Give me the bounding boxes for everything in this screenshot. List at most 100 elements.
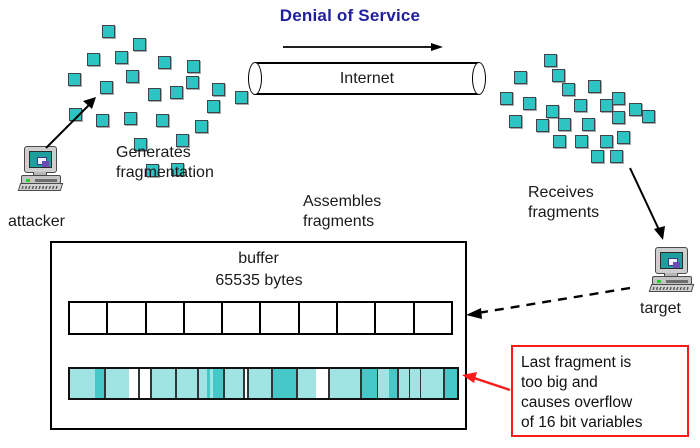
fragment-square xyxy=(87,53,100,66)
buffer-caption: buffer xyxy=(238,250,279,267)
fragment-segment xyxy=(104,369,107,398)
internet-cloud-pipe: Internet xyxy=(248,62,486,96)
fragment-square xyxy=(156,114,169,127)
callout-line-3: causes overflow xyxy=(521,394,633,411)
fragment-square xyxy=(100,81,113,94)
pipe-cap-left xyxy=(248,62,262,95)
fragment-segment xyxy=(408,369,411,398)
generates-line1: Generates xyxy=(116,144,191,161)
screen-window-glyph xyxy=(668,257,680,268)
fragment-square xyxy=(96,114,109,127)
fragment-segment xyxy=(207,369,211,398)
fragment-square xyxy=(176,134,189,147)
target-computer-icon xyxy=(648,247,696,292)
fragment-square xyxy=(514,71,527,84)
keyboard-icon xyxy=(17,183,64,191)
fragment-square xyxy=(186,76,199,89)
attacker-label: attacker xyxy=(8,213,65,230)
fragment-square xyxy=(553,135,566,148)
fragment-segment xyxy=(297,369,317,398)
fragment-square xyxy=(600,99,613,112)
fragment-square xyxy=(544,54,557,67)
buffer-cell xyxy=(146,303,185,333)
fragment-square xyxy=(134,138,147,151)
fragment-square xyxy=(133,38,146,51)
fragment-segment xyxy=(316,369,329,398)
fragment-segment xyxy=(270,369,273,398)
fragment-square xyxy=(582,118,595,131)
target-fragment-cloud xyxy=(500,45,680,175)
monitor-screen xyxy=(660,251,683,269)
fragment-segment xyxy=(419,369,422,398)
fragment-segment xyxy=(396,369,399,398)
screen-window-accent xyxy=(42,160,49,167)
traffic-flow-arrow-icon xyxy=(283,40,443,52)
fragment-segment xyxy=(138,369,140,398)
callout-line-4: of 16 bit variables xyxy=(521,414,643,431)
assembles-fragments-label: Assembles fragments xyxy=(303,192,381,232)
fragment-segment xyxy=(70,369,96,398)
fragment-square xyxy=(170,86,183,99)
fragment-segment xyxy=(378,369,389,398)
fragment-segment xyxy=(329,369,360,398)
pipe-body xyxy=(255,62,479,95)
fragment-square xyxy=(617,131,630,144)
fragment-square xyxy=(523,97,536,110)
generates-fragmentation-label: Generates fragmentation xyxy=(116,143,214,183)
diagram-title-text: Denial of Service xyxy=(279,6,421,25)
fragment-square xyxy=(69,108,82,121)
filled-fragment-bar xyxy=(68,367,459,400)
monitor-screen xyxy=(29,150,52,168)
monitor-neck xyxy=(664,273,678,277)
screen-window-accent xyxy=(673,261,680,268)
monitor-bezel xyxy=(24,146,57,173)
fragment-segment xyxy=(388,369,397,398)
monitor-neck xyxy=(33,172,47,176)
attacker-computer-icon xyxy=(17,146,65,191)
fragment-segment xyxy=(95,369,105,398)
fragment-square xyxy=(536,119,549,132)
fragment-square xyxy=(171,163,184,176)
buffer-cell xyxy=(70,303,109,333)
fragment-segment xyxy=(175,369,177,398)
fragment-segment xyxy=(176,369,197,398)
fragment-segment xyxy=(243,369,245,398)
fragment-segment xyxy=(361,369,377,398)
receives-line2: fragments xyxy=(528,204,600,221)
fragment-segment xyxy=(212,369,223,398)
fragment-square xyxy=(148,88,161,101)
generates-line2: fragmentation xyxy=(116,164,214,181)
fragment-square xyxy=(500,92,513,105)
callout-line-2: too big and xyxy=(521,374,598,391)
internet-label: Internet xyxy=(339,69,395,87)
power-led-icon xyxy=(657,280,661,283)
screen-window-glyph xyxy=(37,156,49,167)
attacker-fragment-cloud xyxy=(60,8,260,188)
keyboard-keys xyxy=(21,185,60,189)
fragment-segment xyxy=(376,369,379,398)
fragment-square xyxy=(591,150,604,163)
buffer-dimension-arrow-icon: 65535 bytes xyxy=(66,272,452,294)
receives-fragments-label: Receives fragments xyxy=(528,183,599,223)
receives-line1: Receives xyxy=(528,184,594,201)
assembles-line2: fragments xyxy=(303,213,375,230)
monitor-bezel xyxy=(655,247,688,274)
fragment-square xyxy=(207,100,220,113)
fragment-segment xyxy=(410,369,420,398)
fragment-segment xyxy=(247,369,250,398)
fragment-segment xyxy=(249,369,271,398)
fragment-square xyxy=(115,51,128,64)
fragment-segment xyxy=(296,369,298,398)
fragment-segment xyxy=(139,369,150,398)
assembles-line1: Assembles xyxy=(303,193,382,210)
fragment-square xyxy=(195,120,208,133)
buffer-cell xyxy=(108,303,147,333)
buffer-cell xyxy=(223,303,262,333)
fragment-square xyxy=(124,112,137,125)
buffer-cell xyxy=(261,303,300,333)
fragment-segment xyxy=(198,369,208,398)
fragment-square xyxy=(146,164,159,177)
fragment-segment xyxy=(149,369,152,398)
fragment-square xyxy=(610,150,623,163)
fragment-segment xyxy=(224,369,244,398)
